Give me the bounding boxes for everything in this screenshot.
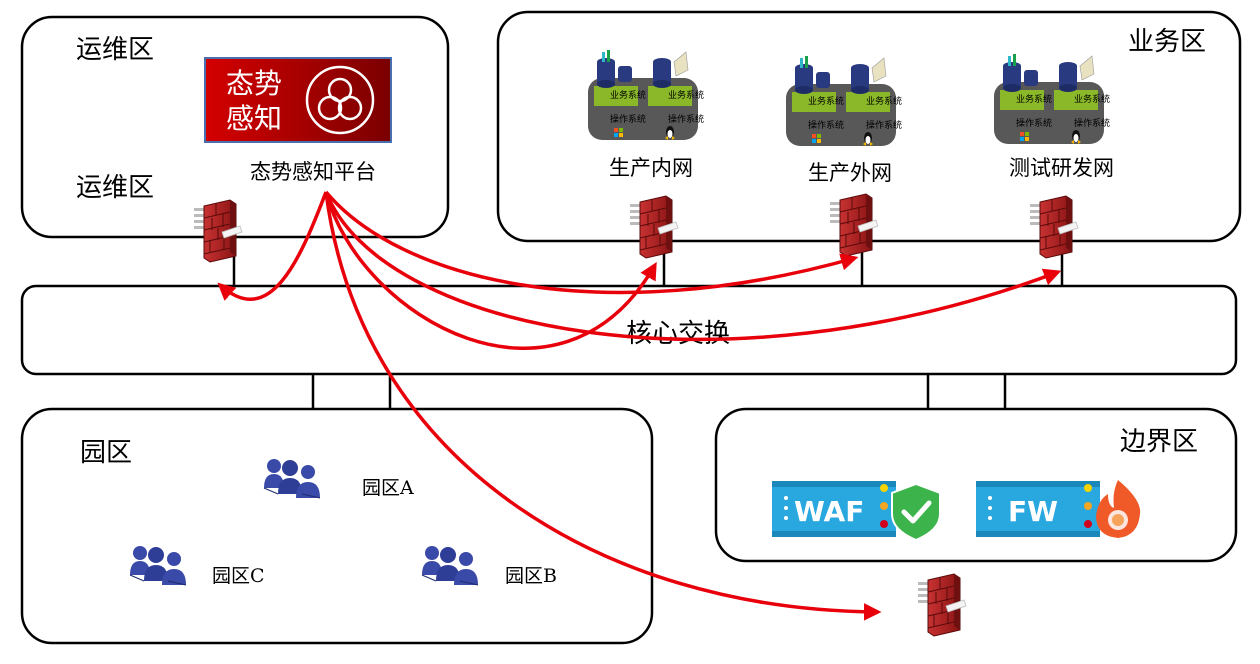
campus-b-label: 园区B	[505, 565, 557, 587]
network-production-external: 业务系统 业务系统 操作系统 操作系统 生产外网	[785, 55, 902, 185]
logo-text-line-2: 感知	[226, 102, 282, 135]
campus-a-label: 园区A	[362, 477, 414, 499]
network-name: 生产内网	[609, 156, 693, 180]
campus-c-label: 园区C	[212, 565, 265, 587]
arrow-to-test-firewall	[324, 191, 1062, 342]
border-zone-title: 边界区	[1120, 427, 1198, 457]
border-firewall-icon	[917, 573, 967, 637]
arrow-to-border-firewall	[324, 191, 882, 621]
service-label: 业务系统	[610, 89, 646, 101]
network-name: 生产外网	[808, 161, 892, 185]
shield-check-icon	[891, 482, 941, 542]
service-label: 业务系统	[1016, 93, 1052, 105]
os-label: 操作系统	[1016, 117, 1052, 129]
fw-label: FW	[1008, 495, 1058, 528]
ops-zone-title: 运维区	[76, 35, 154, 65]
situational-awareness-logo: 态势 感知	[204, 57, 392, 143]
business-zone-title: 业务区	[1128, 27, 1206, 57]
awareness-emblem-icon	[305, 65, 375, 135]
monitoring-arrows	[217, 190, 1062, 621]
service-label: 业务系统	[668, 89, 704, 101]
core-switch-bar	[20, 284, 1238, 376]
arrow-to-ops-firewall	[217, 191, 328, 301]
logo-text-line-1: 态势	[226, 67, 282, 100]
os-label: 操作系统	[808, 119, 844, 131]
service-label: 业务系统	[866, 95, 902, 107]
campus-zone-title: 园区	[80, 438, 132, 468]
service-label: 业务系统	[808, 95, 844, 107]
waf-device: WAF	[772, 481, 941, 542]
os-label: 操作系统	[1074, 117, 1110, 129]
flame-icon	[1096, 480, 1141, 538]
network-test-rnd: 业务系统 业务系统 操作系统 操作系统 测试研发网	[993, 53, 1114, 180]
os-label: 操作系统	[610, 113, 646, 125]
platform-label: 态势感知平台	[250, 160, 376, 184]
ops-zone-sub-label: 运维区	[76, 173, 154, 203]
arrow-to-internal-firewall	[324, 191, 657, 350]
network-production-internal: 业务系统 业务系统 操作系统 操作系统 生产内网	[587, 49, 704, 180]
network-name: 测试研发网	[1009, 156, 1114, 180]
os-label: 操作系统	[668, 113, 704, 125]
fw-device: FW	[976, 480, 1141, 538]
waf-label: WAF	[794, 495, 864, 528]
os-label: 操作系统	[866, 119, 902, 131]
arrow-to-external-firewall	[324, 190, 859, 295]
core-switch-label: 核心交换	[626, 319, 730, 349]
service-label: 业务系统	[1074, 93, 1110, 105]
